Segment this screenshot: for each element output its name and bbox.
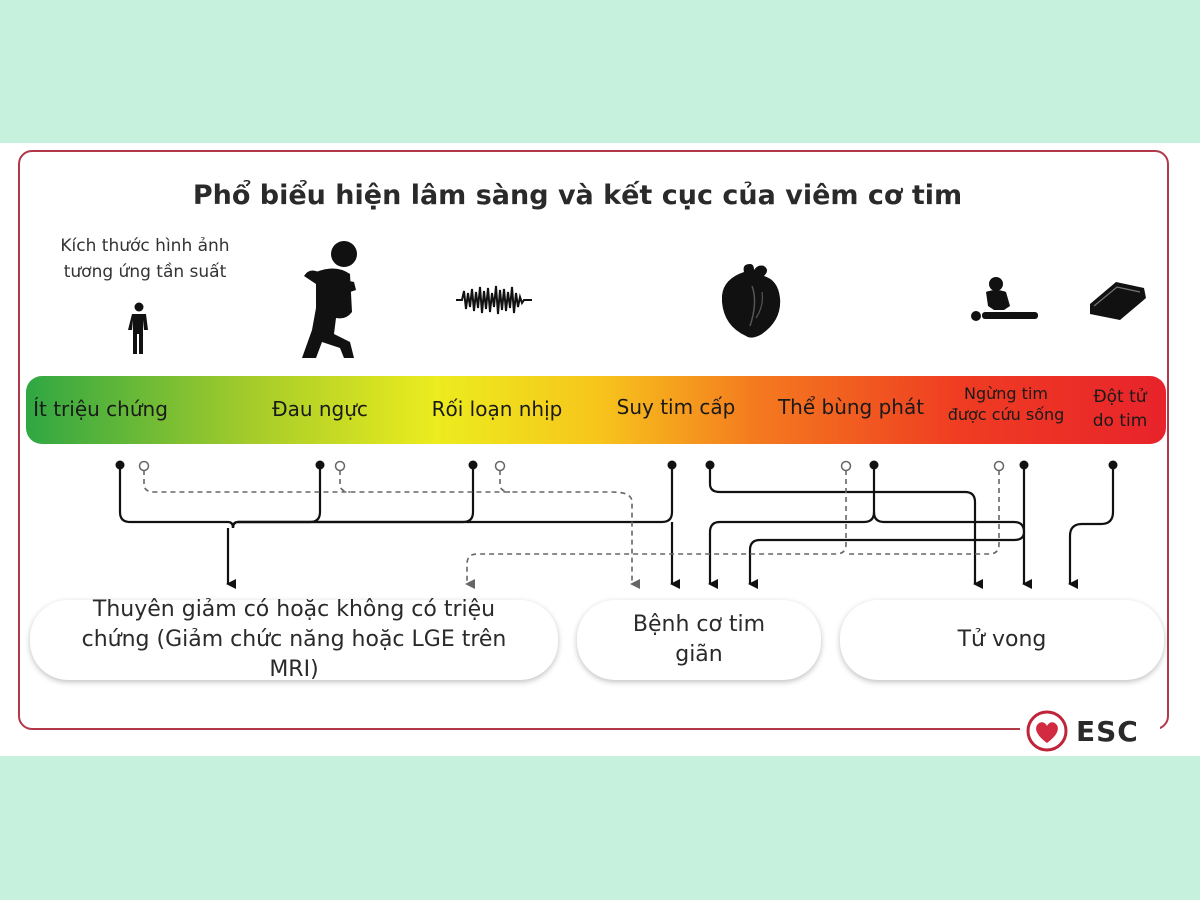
diagram-frame: [18, 150, 1169, 730]
esc-heart-logo-icon: [1026, 710, 1068, 752]
severity-spectrum-bar: [26, 376, 1166, 444]
stage-label-acute-heart-failure: Suy tim cấp: [616, 395, 736, 419]
stage-label-few-symptoms: Ít triệu chứng: [33, 397, 168, 421]
esc-logo: ESC: [1020, 708, 1160, 754]
person-chest-pain-icon: [302, 241, 357, 358]
outcome-box-death: Tử vong: [840, 600, 1164, 680]
stage-label-arrhythmia: Rối loạn nhịp: [431, 397, 563, 421]
diagram-title: Phổ biểu hiện lâm sàng và kết cục của vi…: [192, 180, 963, 211]
cpr-icon: [971, 277, 1038, 321]
heart-icon: [722, 264, 781, 338]
pathway-connectors: [115, 460, 1118, 589]
stage-label-fulminant: Thể bùng phát: [777, 395, 925, 419]
size-frequency-note: Kích thước hình ảnh tương ứng tần suất: [60, 236, 230, 282]
coffin-icon: [1090, 282, 1146, 320]
person-standing-icon: [128, 302, 148, 354]
ecg-arrhythmia-icon: [456, 285, 532, 315]
esc-logo-text: ESC: [1076, 714, 1139, 748]
stage-label-chest-pain: Đau ngực: [272, 397, 368, 421]
